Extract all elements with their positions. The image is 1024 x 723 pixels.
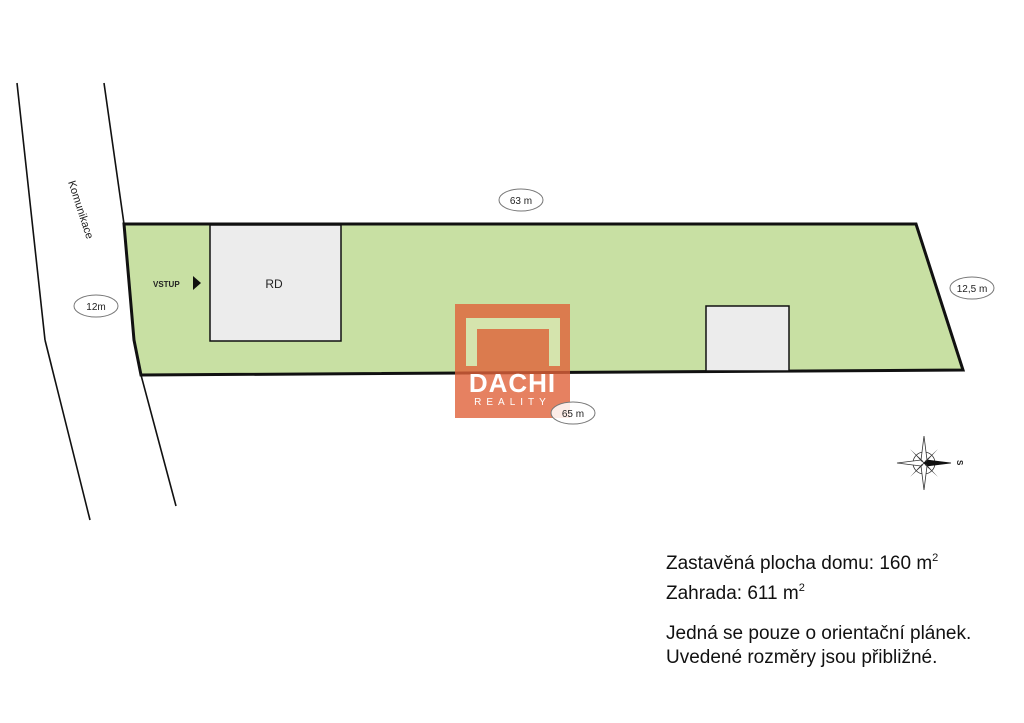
outbuilding [705,305,790,372]
road-left-edge-lower [44,339,91,521]
side-length-bubble [949,276,995,300]
bottom-length-label: 65 m [562,409,584,420]
watermark-sub: REALITY [474,397,551,408]
road-right-edge-upper [103,82,125,225]
road-right-edge-lower [140,374,177,507]
road-width-label: 12m [86,302,105,313]
built-area-unit-sup: 2 [932,552,939,564]
top-length-bubble [498,188,544,212]
garden-unit-sup: 2 [798,582,805,594]
built-area-line: Zastavěná plocha domu: 160 m2 [666,546,938,576]
garden-line: Zahrada: 611 m2 [666,576,938,606]
road-label: Komunikace [65,179,95,240]
note-line-1: Jedná se pouze o orientační plánek. [666,623,972,644]
built-area-label: Zastavěná plocha domu: 160 m [666,553,933,574]
area-info: Zastavěná plocha domu: 160 m2 Zahrada: 6… [666,546,938,606]
road-width-bubble [73,294,119,318]
top-length-label: 63 m [510,196,532,207]
compass-icon [896,435,952,491]
compass-label: S [955,460,964,466]
entrance-arrow-icon [193,276,201,290]
watermark-brand: DACHI [468,368,557,398]
house-label: RD [265,277,283,291]
house-building [209,224,342,342]
bottom-length-bubble [550,401,596,425]
watermark-logo [455,304,570,418]
entrance-label: VSTUP [153,280,180,289]
disclaimer-note: Jedná se pouze o orientační plánek. Uved… [666,622,971,670]
side-length-label: 12,5 m [957,284,988,295]
road-left-edge-upper [16,82,46,341]
garden-label: Zahrada: 611 m [666,583,799,604]
note-line-2: Uvedené rozměry jsou přibližné. [666,647,938,668]
